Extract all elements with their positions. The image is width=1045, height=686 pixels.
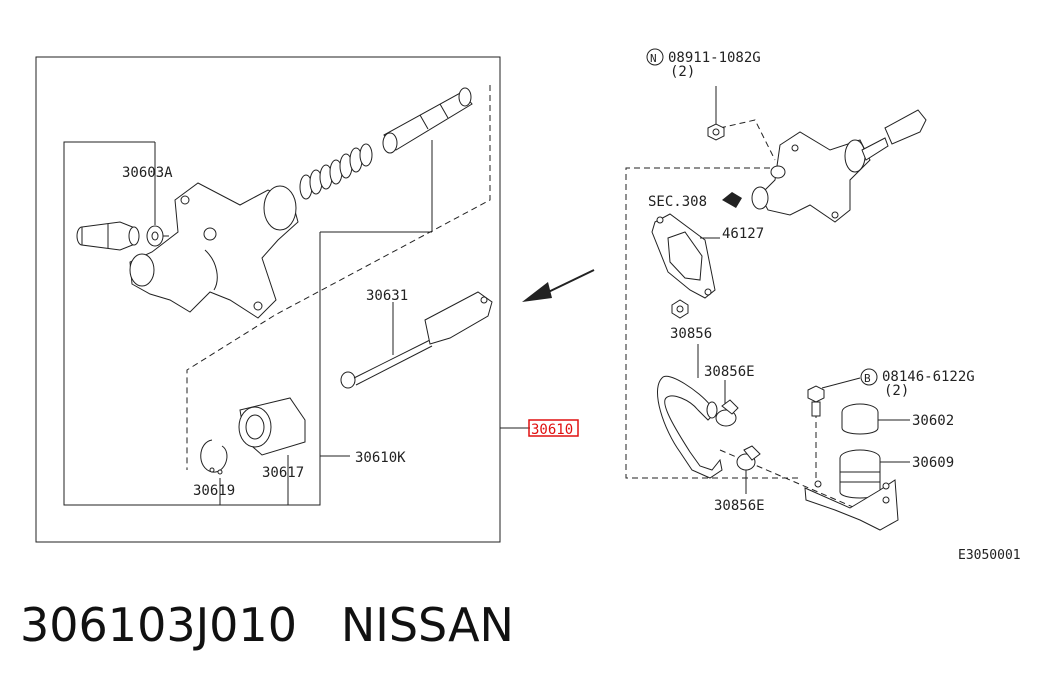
part-number: 306103J010 xyxy=(20,598,297,652)
label-30856E-lower: 30856E xyxy=(714,498,765,514)
label-nut-qty: (2) xyxy=(670,64,695,80)
pipe-fitting xyxy=(76,221,140,251)
reservoir-cap xyxy=(841,403,879,435)
bolt xyxy=(807,385,825,417)
cylinder-body xyxy=(129,182,299,319)
dust-boot xyxy=(238,397,306,456)
label-30603A: 30603A xyxy=(122,165,173,181)
label-30856: 30856 xyxy=(670,326,712,342)
label-sec: SEC.308 xyxy=(648,194,707,210)
nut-mark-letter: N xyxy=(650,52,657,65)
hose-clamp-lower xyxy=(736,445,761,471)
hose-clamp-upper xyxy=(715,399,739,427)
push-rod xyxy=(340,291,493,389)
installed-view: N 08911-1082G (2) SEC.308 46127 xyxy=(625,48,1021,563)
gasket xyxy=(651,213,716,299)
highlighted-part-30610[interactable]: 30610 xyxy=(528,419,579,438)
label-30609: 30609 xyxy=(912,455,954,471)
direction-arrow xyxy=(522,269,595,302)
washer-nut xyxy=(671,299,689,319)
label-30610K: 30610K xyxy=(355,450,406,466)
reservoir xyxy=(804,449,899,531)
label-30602: 30602 xyxy=(912,413,954,429)
label-46127: 46127 xyxy=(722,226,764,242)
label-30610: 30610 xyxy=(531,422,573,438)
label-30617: 30617 xyxy=(262,465,304,481)
exploded-view-frame xyxy=(35,56,501,543)
nut xyxy=(707,123,725,141)
label-nut-part: 08911-1082G xyxy=(668,50,761,66)
label-bolt-part: 08146-6122G xyxy=(882,369,975,385)
highlight-box xyxy=(528,419,579,437)
sec-arrow xyxy=(722,192,742,208)
bolt-mark-letter: B xyxy=(864,372,871,385)
snap-ring xyxy=(200,439,228,475)
washer xyxy=(146,225,164,247)
label-30856E-upper: 30856E xyxy=(704,364,755,380)
assembly-guide-line xyxy=(186,85,491,470)
exploded-view: 30603A 30631 30610K 30617 30619 xyxy=(35,56,501,543)
spring xyxy=(299,143,373,200)
bolt-spec-mark xyxy=(860,368,878,386)
installed-cylinder xyxy=(751,109,927,223)
hose xyxy=(657,375,723,479)
part-caption: 306103J010 NISSAN xyxy=(20,598,514,652)
label-bolt-qty: (2) xyxy=(884,383,909,399)
install-guide-box xyxy=(625,167,800,479)
brand-name: NISSAN xyxy=(340,598,514,652)
diagram-reference-code: E3050001 xyxy=(958,548,1021,563)
nut-spec-mark xyxy=(646,48,664,66)
label-30631: 30631 xyxy=(366,288,408,304)
label-30619: 30619 xyxy=(193,483,235,499)
bracket-30610K xyxy=(63,141,321,506)
piston xyxy=(382,87,473,154)
